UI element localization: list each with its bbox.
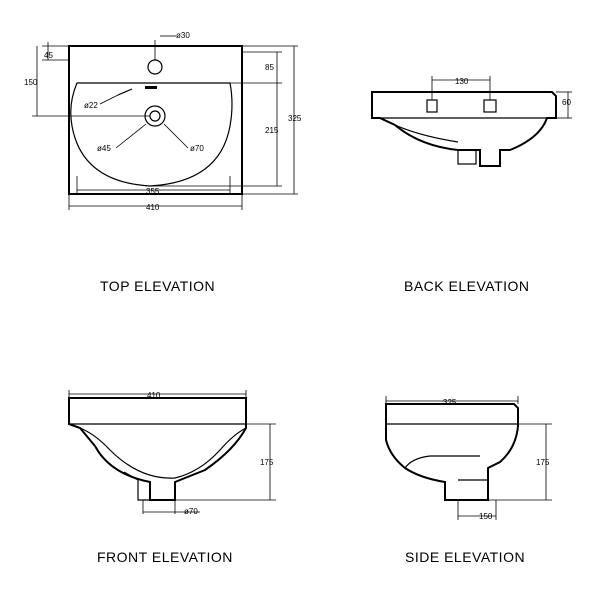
waste-inner — [149, 110, 161, 122]
dim-175-front: 175 — [260, 458, 274, 467]
basin-outline-front — [68, 397, 247, 501]
dim-325: 325 — [288, 114, 302, 123]
dim-130: 130 — [455, 77, 469, 86]
dim-150-side: 150 — [479, 512, 493, 521]
front-elevation-title: FRONT ELEVATION — [97, 549, 233, 565]
waste-outlet-back — [457, 149, 477, 165]
dim-85: 85 — [265, 63, 274, 72]
side-elevation-title: SIDE ELEVATION — [405, 549, 525, 565]
dim-175-side: 175 — [536, 458, 550, 467]
overflow-slot — [117, 88, 133, 96]
bowl-outline-top — [70, 82, 233, 187]
brand-logo — [145, 86, 157, 89]
dim-410: 410 — [146, 203, 160, 212]
top-elevation-view: ø30 45 150 85 ø22 215 325 ø45 ø70 355 41… — [24, 31, 302, 294]
dim-325-side: 325 — [443, 398, 457, 407]
tap-block-right — [483, 99, 497, 113]
basin-outline-back — [371, 91, 557, 167]
dim-215: 215 — [265, 126, 279, 135]
dim-waste-hole: ø45 — [97, 144, 111, 153]
back-elevation-view: 130 60 BACK ELEVATION — [371, 76, 572, 294]
basin-outline-side — [385, 403, 519, 501]
front-elevation-view: 410 175 ø70 FRONT ELEVATION — [68, 390, 276, 565]
back-elevation-title: BACK ELEVATION — [404, 278, 530, 294]
dim-60: 60 — [562, 98, 571, 107]
dim-waste-outer: ø70 — [190, 144, 204, 153]
tap-hole — [147, 59, 163, 75]
tap-block-left — [426, 99, 438, 113]
dim-410-front: 410 — [147, 391, 161, 400]
dim-355: 355 — [146, 187, 160, 196]
dim-45: 45 — [44, 51, 53, 60]
dim-overflow: ø22 — [84, 101, 98, 110]
basin-outline-top — [68, 45, 243, 195]
top-elevation-title: TOP ELEVATION — [100, 278, 215, 294]
dim-70-front: ø70 — [184, 507, 198, 516]
side-elevation-view: 325 175 150 SIDE ELEVATION — [385, 396, 552, 565]
dim-tap-hole: ø30 — [176, 31, 190, 40]
dim-150: 150 — [24, 78, 38, 87]
